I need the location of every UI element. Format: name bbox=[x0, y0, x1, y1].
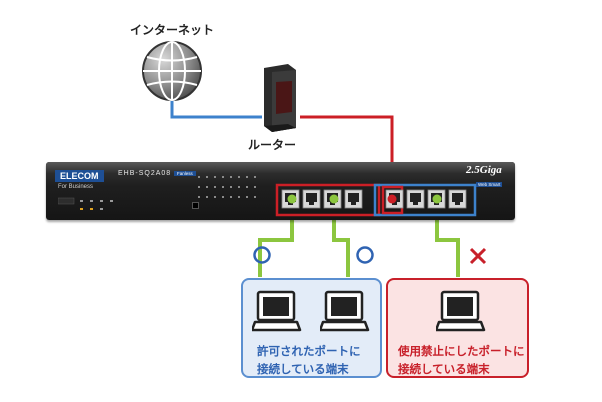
router-icon bbox=[264, 64, 296, 132]
network-switch: ELECOM For Business EHB-SQ2A08 Fanless 2… bbox=[46, 162, 515, 220]
laptop-icon bbox=[320, 290, 370, 332]
allowed-mark-icon bbox=[253, 246, 271, 264]
blocked-devices-caption: 使用禁止にしたポートに 接続している端末 bbox=[398, 344, 525, 376]
ethernet-port bbox=[344, 189, 363, 209]
switch-speed-sub: Web Smart bbox=[476, 182, 503, 187]
switch-model: EHB-SQ2A08 bbox=[118, 170, 172, 177]
reset-button bbox=[192, 202, 199, 209]
allowed-devices-caption: 許可されたポートに 接続している端末 bbox=[257, 344, 361, 376]
globe-icon bbox=[142, 41, 202, 101]
switch-brand: ELECOM bbox=[55, 170, 104, 182]
cable-plug bbox=[329, 194, 339, 204]
switch-top-strip bbox=[46, 162, 515, 174]
cable-plug bbox=[432, 194, 442, 204]
ethernet-port bbox=[448, 189, 467, 209]
laptop-icon bbox=[252, 290, 302, 332]
switch-series-badge: Fanless bbox=[174, 171, 196, 176]
allowed-port-group bbox=[275, 183, 381, 217]
internet-label: インターネット bbox=[130, 23, 215, 37]
ethernet-port bbox=[406, 189, 425, 209]
switch-tagline: For Business bbox=[58, 184, 94, 190]
status-leds bbox=[58, 197, 113, 210]
port-led-matrix bbox=[198, 176, 256, 198]
device-line-2 bbox=[332, 200, 350, 277]
cable-plug bbox=[287, 194, 297, 204]
blocked-mark-icon bbox=[469, 247, 487, 265]
router-label: ルーター bbox=[248, 138, 297, 152]
switch-speed-badge: 2.5Giga bbox=[466, 164, 502, 176]
device-line-1 bbox=[258, 200, 294, 277]
blocked-port-group bbox=[373, 183, 477, 217]
device-line-3 bbox=[435, 200, 460, 277]
laptop-icon bbox=[436, 290, 486, 332]
uplink-cable-plug bbox=[387, 194, 397, 204]
allowed-mark-icon bbox=[356, 246, 374, 264]
ethernet-port bbox=[302, 189, 321, 209]
